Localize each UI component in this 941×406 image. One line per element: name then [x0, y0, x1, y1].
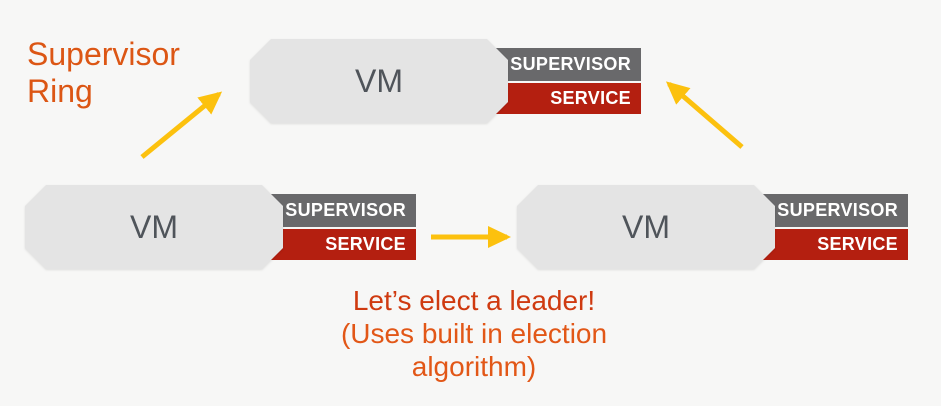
supervisor-badge: SUPERVISOR	[753, 194, 908, 227]
diagram-title: Supervisor Ring	[27, 36, 180, 109]
badge-stack: SUPERVISOR SERVICE	[261, 194, 416, 260]
service-badge: SERVICE	[261, 229, 416, 260]
vm-shape: VM	[25, 185, 283, 269]
vm-node-right: VM SUPERVISOR SERVICE	[517, 185, 908, 269]
vm-node-top: VM SUPERVISOR SERVICE	[250, 39, 641, 123]
caption: Let’s elect a leader! (Uses built in ele…	[274, 284, 674, 383]
vm-shape: VM	[250, 39, 508, 123]
badge-stack: SUPERVISOR SERVICE	[753, 194, 908, 260]
service-badge: SERVICE	[753, 229, 908, 260]
vm-node-left: VM SUPERVISOR SERVICE	[25, 185, 416, 269]
supervisor-badge: SUPERVISOR	[261, 194, 416, 227]
caption-line-2: (Uses built in election	[340, 318, 608, 349]
vm-label: VM	[622, 208, 670, 245]
supervisor-badge: SUPERVISOR	[486, 48, 641, 81]
vm-shape: VM	[517, 185, 775, 269]
caption-line-1: Let’s elect a leader!	[352, 285, 596, 316]
badge-stack: SUPERVISOR SERVICE	[486, 48, 641, 114]
service-badge: SERVICE	[486, 83, 641, 114]
arrow-right-vm-to-top-vm-icon	[665, 81, 744, 149]
caption-line-3: algorithm)	[411, 351, 537, 382]
vm-label: VM	[355, 62, 403, 99]
vm-label: VM	[130, 208, 178, 245]
